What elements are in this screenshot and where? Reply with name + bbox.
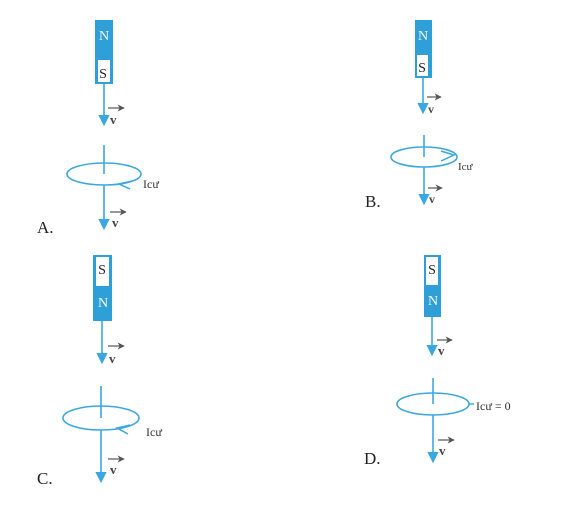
velocity-label: v	[429, 192, 435, 206]
magnet-upper-half	[96, 257, 109, 286]
bar-magnet: N S	[415, 20, 432, 78]
pole-top-label: S	[428, 263, 436, 278]
bar-magnet: N S	[95, 20, 113, 84]
velocity-label: v	[112, 215, 119, 230]
pole-bottom-label: S	[418, 61, 426, 76]
velocity-label: v	[110, 462, 117, 477]
panel-c: S N v Icư v C.	[37, 255, 162, 488]
velocity-label: v	[438, 343, 445, 358]
option-label: A.	[37, 218, 54, 237]
bar-magnet: S N	[424, 255, 441, 317]
pole-bottom-label: N	[98, 296, 108, 311]
option-label: B.	[365, 192, 381, 211]
panel-d: S N v Icư = 0 v D.	[364, 255, 511, 468]
induced-current-label: Icư	[146, 425, 162, 439]
option-label: D.	[364, 449, 381, 468]
panel-b: N S v Icư v B.	[365, 20, 474, 211]
magnet-lower-half	[417, 55, 428, 76]
velocity-label: v	[109, 351, 116, 366]
velocity-label: v	[428, 102, 434, 116]
pole-top-label: S	[98, 263, 106, 278]
pole-bottom-label: N	[428, 294, 438, 309]
magnet-lower-half	[98, 60, 110, 82]
bar-magnet: S N	[93, 255, 112, 321]
current-direction-arrow	[116, 180, 133, 190]
induced-current-label: Icư = 0	[476, 399, 511, 413]
velocity-label: v	[110, 112, 117, 127]
pole-top-label: N	[418, 29, 428, 44]
velocity-label: v	[439, 443, 446, 458]
option-label: C.	[37, 469, 53, 488]
induced-current-label: Icư	[458, 161, 474, 173]
current-direction-arrow	[440, 150, 457, 162]
pole-top-label: N	[99, 29, 109, 44]
induced-current-label: Icư	[143, 177, 159, 191]
pole-bottom-label: S	[99, 67, 107, 82]
magnet-upper-half	[426, 257, 438, 285]
panel-a: N S v Icư v A.	[37, 20, 159, 237]
current-direction-arrow	[114, 424, 131, 435]
